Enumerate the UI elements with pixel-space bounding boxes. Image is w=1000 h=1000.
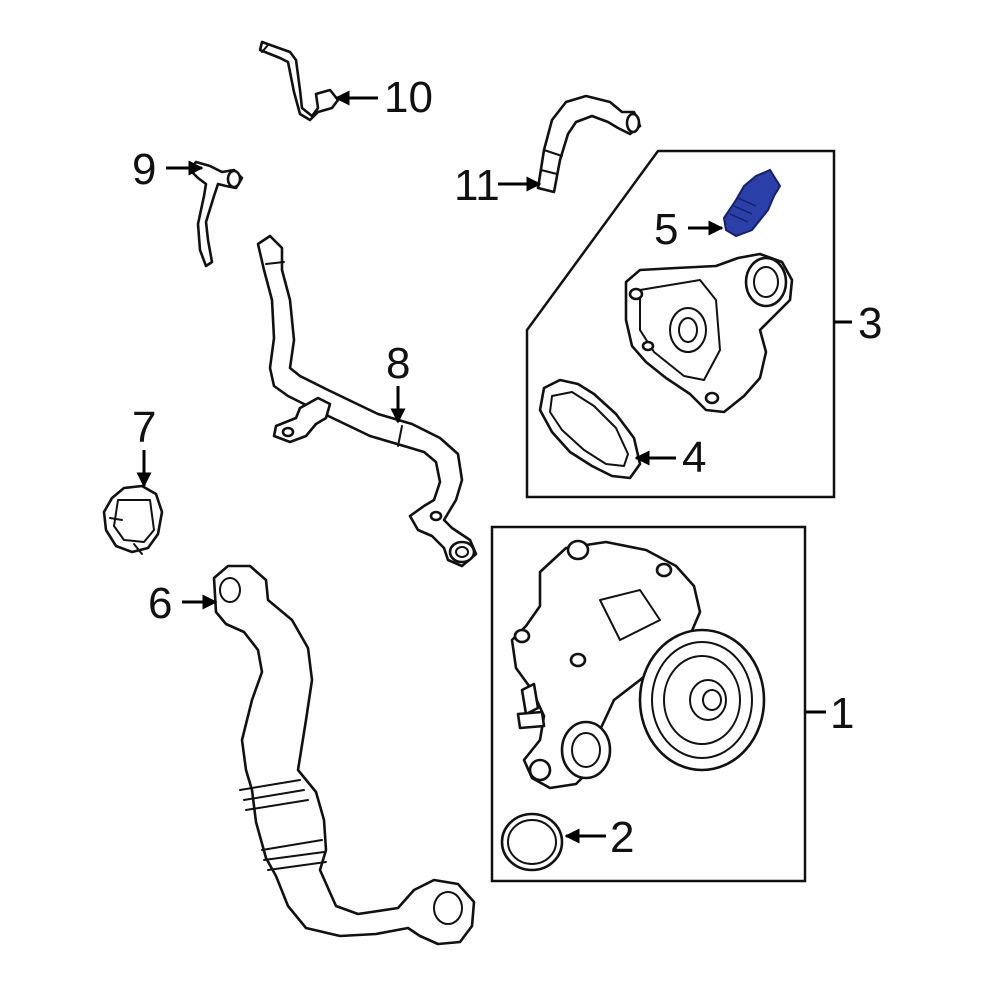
part-4-thermostat-gasket[interactable] xyxy=(538,378,642,480)
callout-5: 5 xyxy=(654,205,678,254)
part-3-thermostat-housing[interactable] xyxy=(624,252,794,414)
part-9-coolant-pipe[interactable] xyxy=(188,160,244,268)
callout-9: 9 xyxy=(132,145,156,194)
part-6-radiator-hose[interactable] xyxy=(212,564,476,946)
part-5-temperature-sensor[interactable] xyxy=(722,168,782,238)
callout-3: 3 xyxy=(858,299,882,348)
callout-2: 2 xyxy=(610,813,634,862)
callout-4: 4 xyxy=(682,433,706,482)
callout-7: 7 xyxy=(132,403,156,452)
callout-11: 11 xyxy=(454,161,500,210)
part-11-coolant-hose[interactable] xyxy=(536,94,642,194)
part-8-coolant-pipe[interactable] xyxy=(256,234,478,568)
part-7-hose-clamp[interactable] xyxy=(102,484,164,555)
water-pump-group-frame xyxy=(490,525,807,883)
part-1-water-pump[interactable] xyxy=(510,539,766,790)
callout-10: 10 xyxy=(384,73,433,122)
part-2-o-ring[interactable] xyxy=(500,812,564,872)
callout-8: 8 xyxy=(386,339,410,388)
callout-6: 6 xyxy=(148,579,172,628)
callout-lines xyxy=(136,90,852,844)
part-10-coolant-pipe[interactable] xyxy=(258,40,340,122)
thermostat-group-frame xyxy=(525,149,836,499)
callout-1: 1 xyxy=(830,689,854,738)
